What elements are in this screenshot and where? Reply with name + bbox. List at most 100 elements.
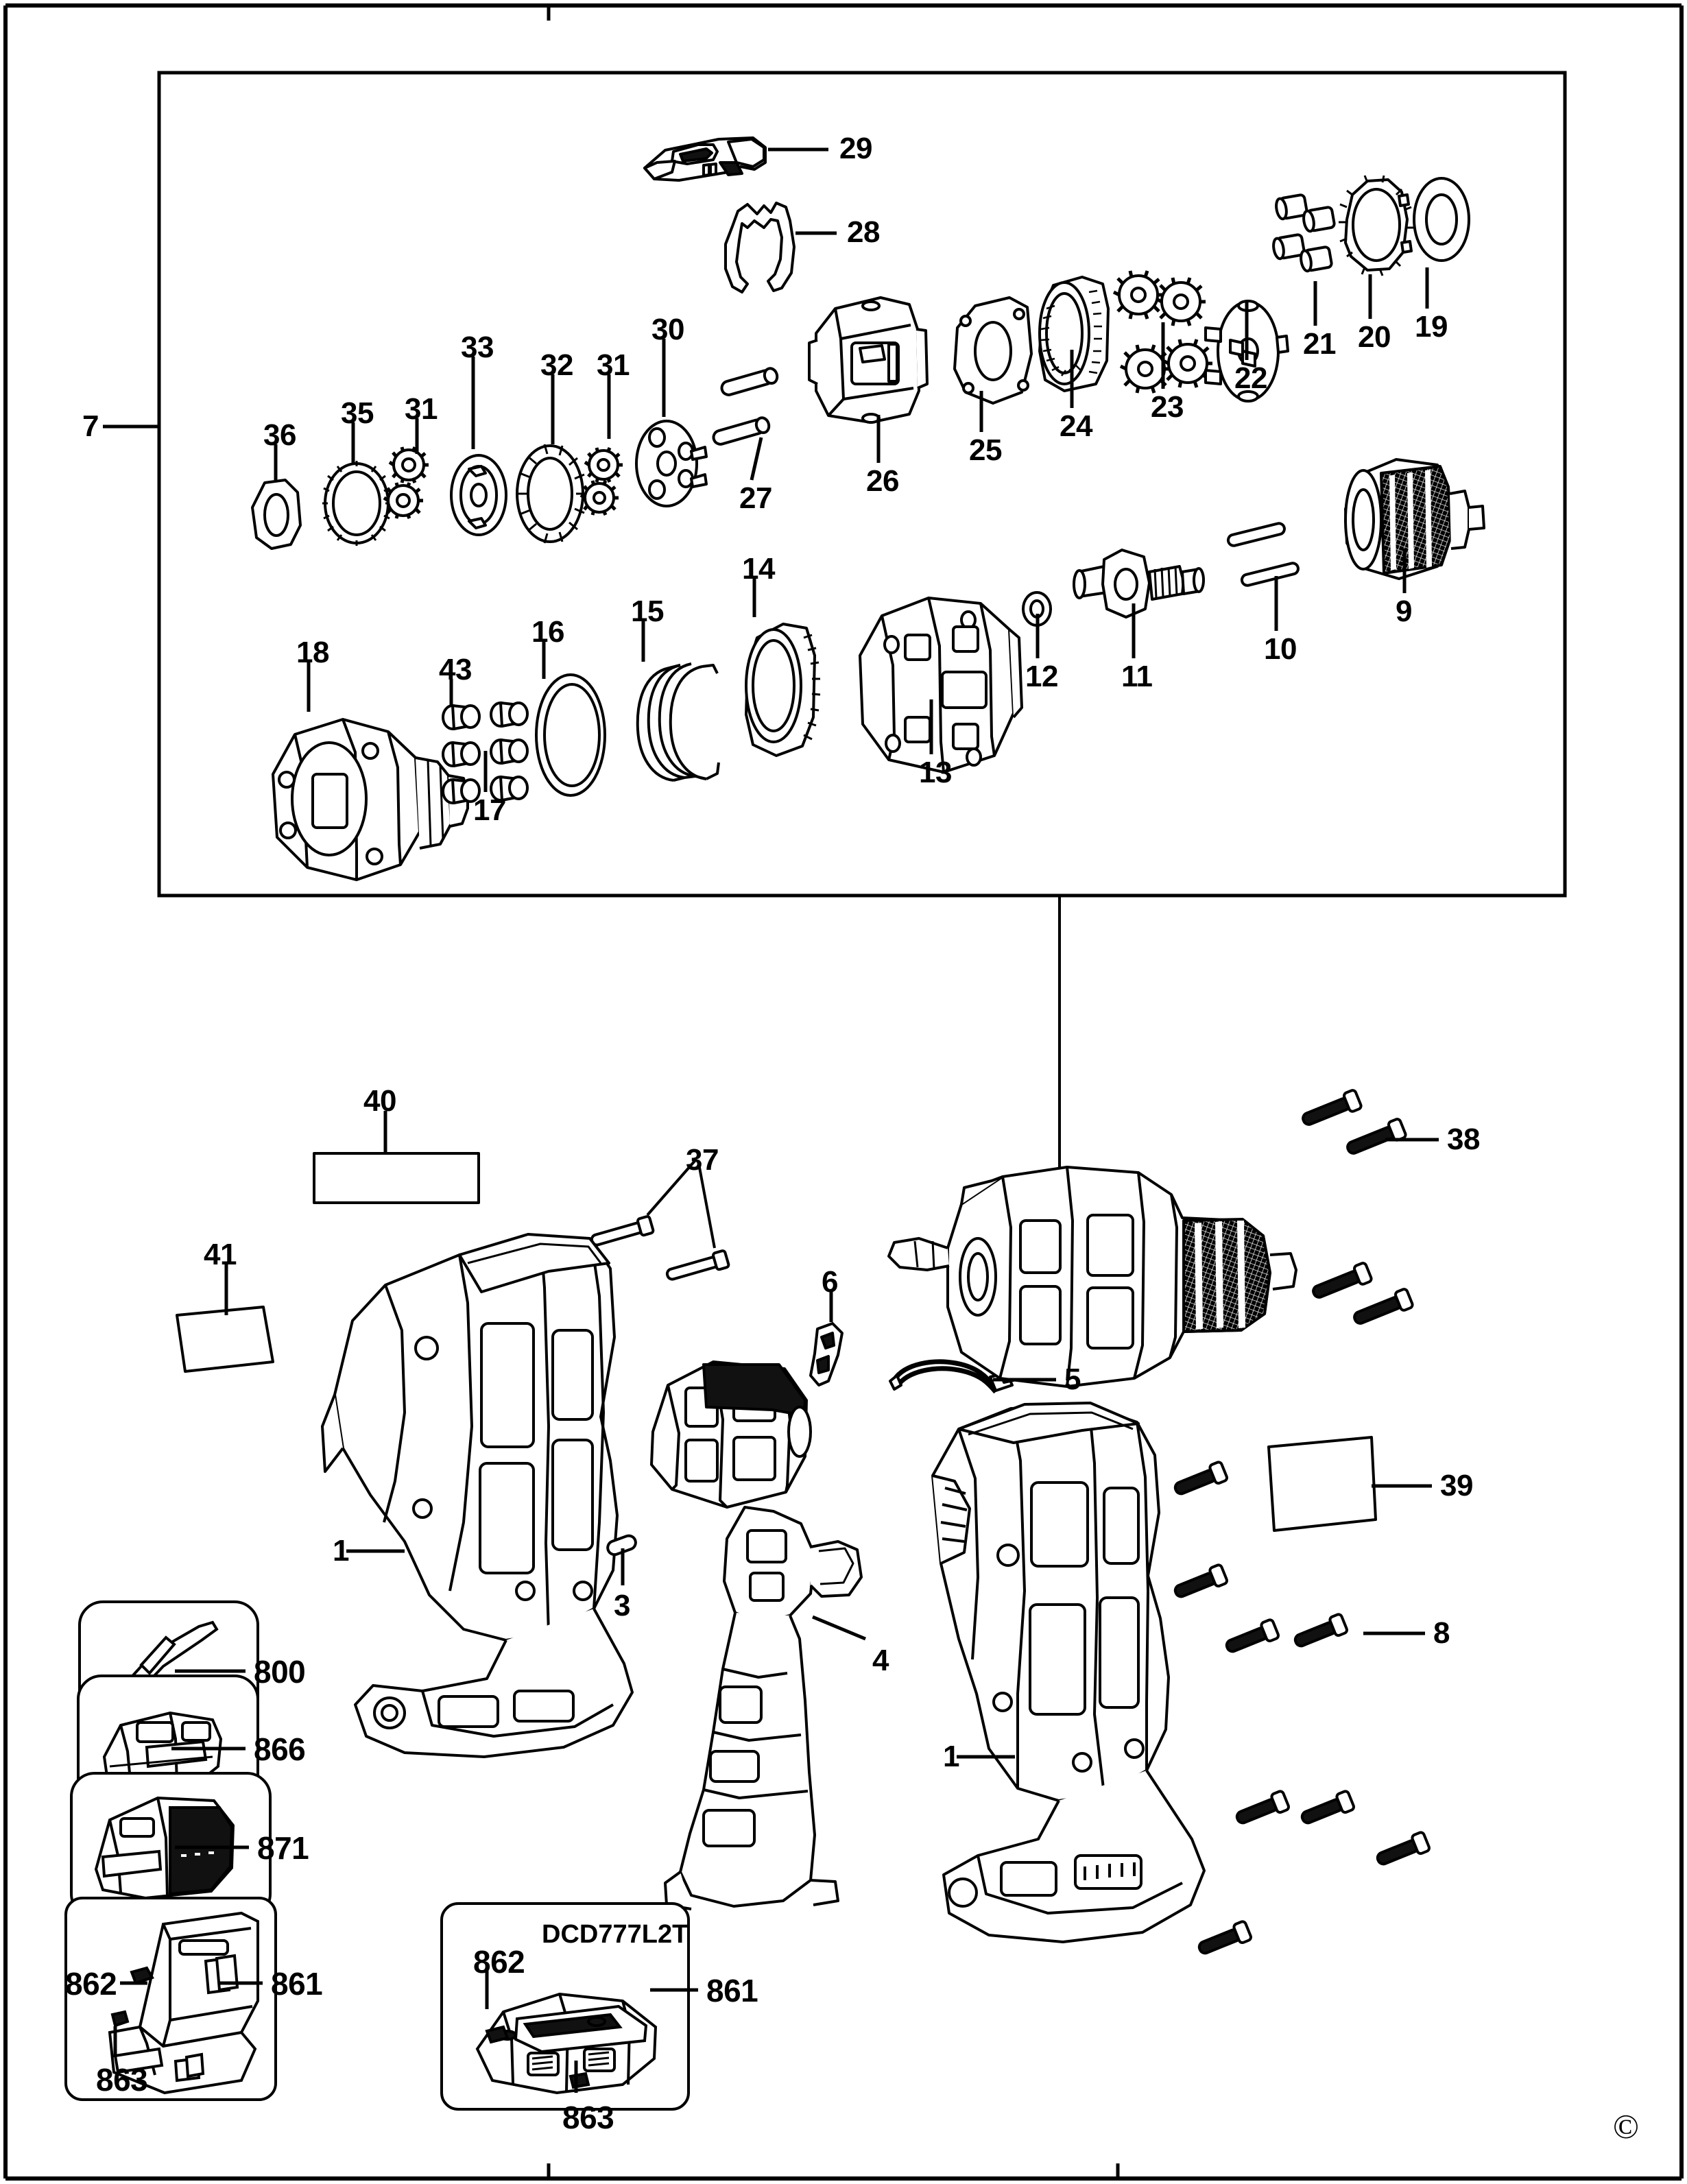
callout-10: 10 [1264, 632, 1297, 666]
part-40-nameplate-label [313, 1152, 480, 1204]
part-14-clutch-collar [745, 623, 821, 757]
part-863-latch-kit [569, 2072, 590, 2089]
callout-32: 32 [540, 348, 573, 382]
callout-26: 26 [866, 464, 899, 498]
part-29-mode-selector [643, 136, 767, 182]
part-39-label [1267, 1436, 1377, 1532]
part-33-carrier-plate [450, 454, 507, 536]
part-4-motor-switch-assembly [650, 1360, 863, 1910]
gearbox-assembly-panel [157, 71, 1567, 898]
callout-39: 39 [1440, 1469, 1473, 1502]
leader-4 [812, 1615, 866, 1641]
callout-40: 40 [363, 1084, 396, 1118]
callout-28: 28 [847, 215, 880, 249]
callout-4: 4 [872, 1644, 889, 1677]
callout-15: 15 [631, 595, 664, 628]
callout-8: 8 [1433, 1616, 1450, 1650]
part-12-shim-washer [1022, 591, 1052, 627]
leader-27 [750, 437, 763, 481]
part-20-clutch-ring [1339, 175, 1414, 276]
callout-33: 33 [461, 331, 494, 364]
callout-19: 19 [1415, 310, 1448, 344]
callout-1: 1 [333, 1534, 349, 1568]
callout-leader-lines [103, 147, 1439, 2093]
callout-22: 22 [1234, 361, 1267, 395]
part-1-housing-half-left [321, 1233, 634, 1758]
callout-9: 9 [1396, 595, 1412, 628]
part-863-latch-left [110, 2010, 130, 2028]
callout-863: 863 [562, 2100, 614, 2135]
part-35-ring-gear [322, 461, 391, 546]
part-862-latch-left [130, 1966, 154, 1985]
callout-3: 3 [614, 1589, 630, 1622]
part-15-clutch-spring [636, 662, 720, 782]
part-25-gasket-plate [953, 296, 1033, 405]
callout-866: 866 [254, 1731, 306, 1767]
callout-861: 861 [706, 1973, 758, 2008]
callout-30: 30 [651, 313, 684, 346]
part-16-thrust-plate [535, 673, 606, 797]
part-24-internal-ring-gear [1038, 276, 1110, 392]
callout-24: 24 [1060, 409, 1092, 443]
part-31-planet-gear-set-a [383, 446, 429, 519]
callout-6: 6 [822, 1265, 838, 1299]
screw-set-right [1173, 1089, 1431, 1955]
callout-37: 37 [686, 1143, 719, 1177]
part-10-chuck-pin-set [1226, 522, 1300, 587]
callout-27: 27 [739, 481, 772, 515]
callout-12: 12 [1025, 660, 1058, 693]
border-ticks [547, 5, 1120, 2179]
part-30-planet-carrier [635, 420, 708, 507]
part-23-planet-gear-cluster [1112, 270, 1212, 394]
part-9-chuck [1344, 458, 1485, 580]
callout-20: 20 [1358, 320, 1391, 354]
callout-861: 861 [271, 1966, 323, 2002]
part-28-retaining-clip [724, 202, 795, 293]
kit-model-label: DCD777L2T [542, 1920, 689, 1949]
callout-29: 29 [839, 132, 872, 165]
callout-5: 5 [1064, 1363, 1081, 1396]
callout-862: 862 [473, 1944, 525, 1980]
part-37-screw-set [590, 1159, 730, 1281]
callout-14: 14 [742, 552, 775, 586]
callout-36: 36 [263, 418, 296, 452]
callout-38: 38 [1447, 1123, 1480, 1156]
part-13-clutch-housing [859, 597, 1023, 773]
callout-863: 863 [96, 2062, 148, 2098]
part-31-planet-gear-set-b [579, 447, 623, 516]
accessory-boxes-group [64, 1600, 690, 2111]
part-861-tool-case-closed [475, 1992, 658, 2095]
assembled-gearbox-body [887, 1166, 1297, 1388]
callout-871: 871 [257, 1830, 309, 1866]
callout-13: 13 [919, 756, 952, 789]
part-21-roller-pin-set [1272, 193, 1336, 273]
callout-11: 11 [1121, 660, 1153, 693]
callout-31: 31 [405, 392, 438, 426]
page-border [3, 3, 1684, 2181]
callout-41: 41 [204, 1238, 237, 1271]
part-41-warning-label [176, 1306, 274, 1373]
part-862-latch-kit [485, 2025, 510, 2044]
callout-35: 35 [341, 396, 374, 430]
part-6-wire-clip [809, 1322, 844, 1387]
callout-16: 16 [531, 615, 564, 649]
drill-assembly-group [176, 1089, 1431, 1955]
callout-25: 25 [969, 433, 1002, 467]
copyright-mark: © [1613, 2107, 1639, 2146]
callout-7: 7 [82, 409, 99, 443]
callout-1: 1 [943, 1740, 959, 1773]
part-27-pin-set [712, 367, 779, 446]
part-11-output-spindle [1073, 549, 1205, 619]
callout-800: 800 [254, 1654, 306, 1690]
part-1-housing-half-right [931, 1402, 1206, 1943]
part-36-end-plate [251, 479, 302, 550]
part-26-gearcase-housing [808, 296, 929, 424]
part-32-ring-gear-large [516, 444, 586, 544]
callout-862: 862 [65, 1966, 117, 2002]
callout-31: 31 [597, 348, 630, 382]
part-19-thrust-washer [1413, 177, 1470, 262]
callout-18: 18 [296, 636, 329, 669]
callout-21: 21 [1303, 327, 1336, 361]
callout-23: 23 [1151, 390, 1184, 424]
part-43-17-ball-set [442, 701, 529, 804]
